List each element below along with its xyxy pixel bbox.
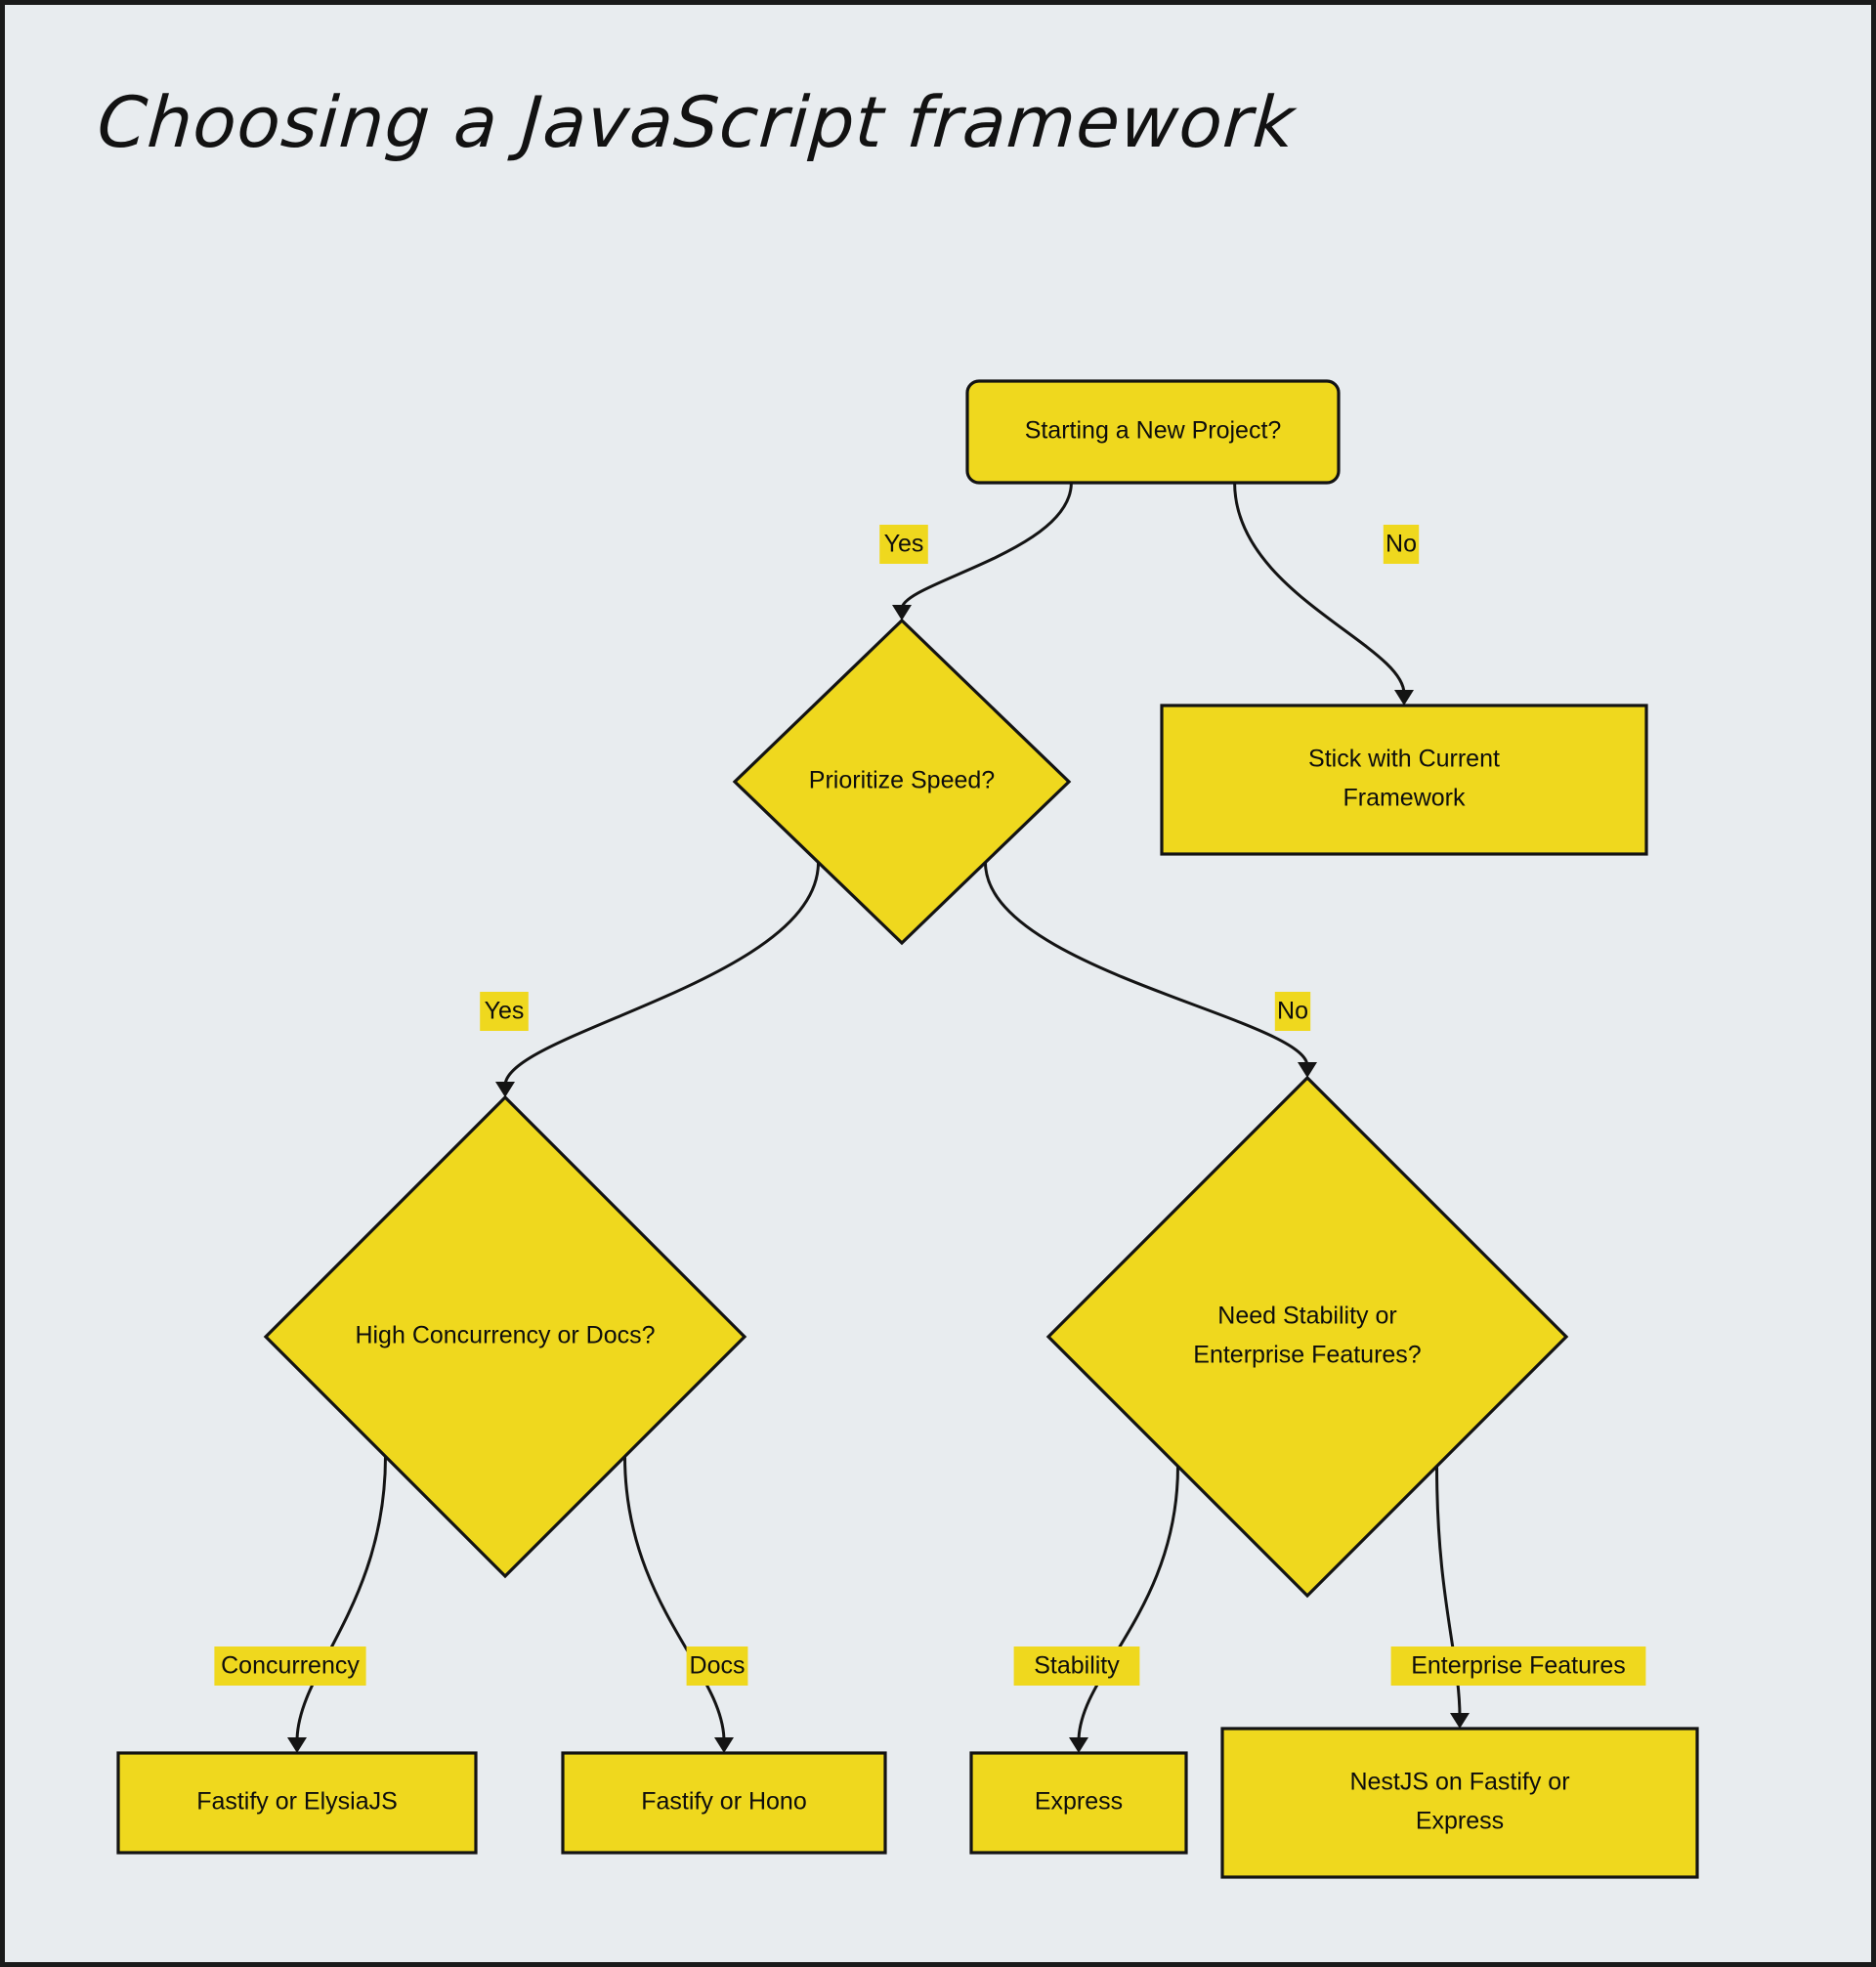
arrow-head-icon <box>287 1737 307 1753</box>
arrow-head-icon <box>495 1082 515 1097</box>
node-label-concurrency: High Concurrency or Docs? <box>355 1322 655 1349</box>
edge-label-speed-concurrency: Yes <box>480 992 529 1031</box>
edge-label-text: No <box>1277 998 1308 1025</box>
edge-label-text: Yes <box>485 998 525 1025</box>
node-label-stick: Stick with Current <box>1308 746 1500 773</box>
edge-stability-to-express <box>1077 1466 1179 1742</box>
edge-speed-to-stability <box>984 862 1309 1067</box>
edge-label-text: Concurrency <box>221 1652 360 1680</box>
edges-layer <box>287 482 1470 1753</box>
edge-label-text: No <box>1386 531 1417 558</box>
edge-label-background <box>686 1646 748 1686</box>
node-label-fastify_hono: Fastify or Hono <box>641 1788 807 1816</box>
node-shape-rect[interactable] <box>116 1751 478 1855</box>
node-nestjs[interactable]: NestJS on Fastify or Express <box>1220 1727 1699 1879</box>
edge-label-text: Yes <box>884 531 924 558</box>
arrow-head-icon <box>1069 1737 1088 1753</box>
node-shape-diamond[interactable] <box>1045 1075 1569 1599</box>
edge-label-stability-nestjs: Enterprise Features <box>1390 1646 1646 1686</box>
edge-label-concurrency-fastify_hono: Docs <box>686 1646 748 1686</box>
edge-label-text: Enterprise Features <box>1411 1652 1626 1680</box>
edge-concurrency-to-fastify_elysia <box>295 1456 387 1742</box>
arrow-head-icon <box>1394 690 1414 706</box>
arrow-head-icon <box>1450 1713 1470 1729</box>
edge-label-background <box>1383 525 1420 564</box>
edge-label-start-speed: Yes <box>879 525 928 564</box>
node-shape-rounded-rect[interactable] <box>965 379 1341 485</box>
node-label-stability: Enterprise Features? <box>1193 1342 1421 1369</box>
node-shape-rect[interactable] <box>1220 1727 1699 1879</box>
edge-label-concurrency-fastify_elysia: Concurrency <box>214 1646 366 1686</box>
node-speed[interactable]: Prioritize Speed? <box>732 618 1072 946</box>
node-fastify_elysia[interactable]: Fastify or ElysiaJS <box>116 1751 478 1855</box>
node-label-express: Express <box>1035 1788 1123 1816</box>
node-shape-rect[interactable] <box>561 1751 887 1855</box>
arrow-head-icon <box>892 605 912 620</box>
node-label-stick: Framework <box>1343 785 1466 812</box>
node-fastify_hono[interactable]: Fastify or Hono <box>561 1751 887 1855</box>
edge-start-to-speed <box>900 482 1073 610</box>
node-shape-diamond[interactable] <box>263 1094 747 1579</box>
flowchart-canvas: Starting a New Project? Stick with Curren… <box>116 379 1699 1879</box>
edge-concurrency-to-fastify_hono <box>623 1456 726 1742</box>
node-label-stability: Need Stability or <box>1217 1303 1396 1330</box>
arrow-head-icon <box>1298 1062 1317 1078</box>
edge-label-background <box>480 992 529 1031</box>
arrow-head-icon <box>714 1737 734 1753</box>
edge-label-text: Docs <box>690 1652 746 1680</box>
node-label-nestjs: Express <box>1416 1808 1504 1835</box>
edge-start-to-stick <box>1233 482 1406 695</box>
node-label-fastify_elysia: Fastify or ElysiaJS <box>196 1788 398 1816</box>
node-shape-rect[interactable] <box>969 1751 1188 1855</box>
node-shape-diamond[interactable] <box>732 618 1072 946</box>
node-shape-rect[interactable] <box>1160 704 1648 856</box>
edge-label-background <box>1390 1646 1646 1686</box>
edge-label-background <box>1274 992 1311 1031</box>
edge-stability-to-nestjs <box>1435 1466 1462 1718</box>
edge-label-start-stick: No <box>1383 525 1420 564</box>
node-express[interactable]: Express <box>969 1751 1188 1855</box>
edge-label-background <box>879 525 928 564</box>
node-label-start: Starting a New Project? <box>1025 417 1282 445</box>
edge-label-stability-express: Stability <box>1013 1646 1140 1686</box>
node-label-speed: Prioritize Speed? <box>809 767 995 794</box>
edge-label-speed-stability: No <box>1274 992 1311 1031</box>
node-start[interactable]: Starting a New Project? <box>965 379 1341 485</box>
node-label-nestjs: NestJS on Fastify or <box>1349 1769 1569 1796</box>
edge-label-background <box>214 1646 366 1686</box>
node-concurrency[interactable]: High Concurrency or Docs? <box>263 1094 747 1579</box>
edge-label-background <box>1013 1646 1140 1686</box>
nodes-layer: Starting a New Project? Stick with Curren… <box>116 379 1699 1879</box>
edge-speed-to-concurrency <box>503 862 820 1087</box>
edge-label-text: Stability <box>1034 1652 1120 1680</box>
node-stability[interactable]: Need Stability or Enterprise Features? <box>1045 1075 1569 1599</box>
